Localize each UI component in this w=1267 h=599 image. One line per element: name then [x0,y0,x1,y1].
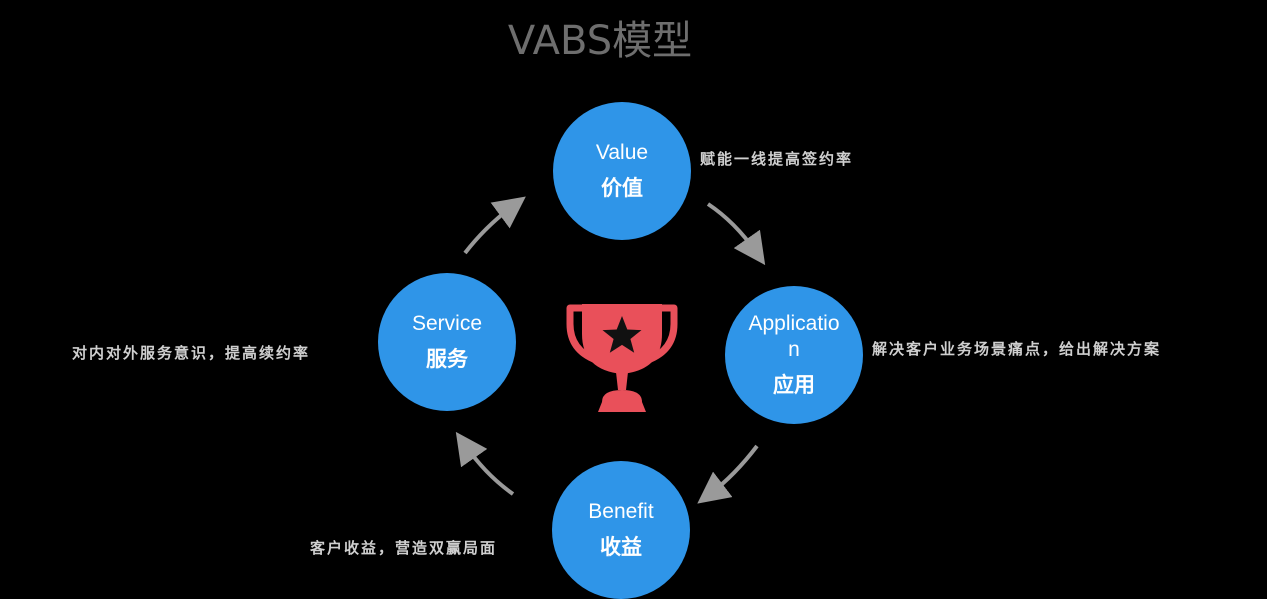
desc-value: 赋能一线提高签约率 [700,150,854,168]
node-service: Service 服务 [378,273,516,411]
node-application-zh: 应用 [773,373,815,397]
node-application-en: Application [748,312,840,361]
arrow-benefit-to-service-icon [455,431,515,496]
arrow-service-to-value-icon [463,196,526,255]
desc-benefit: 客户收益，营造双赢局面 [310,539,498,557]
diagram-title: VABS模型 [507,18,693,64]
node-benefit-zh: 收益 [600,535,642,559]
arrow-application-to-benefit-icon [697,444,759,504]
arrow-value-to-application-icon [706,202,766,266]
node-value: Value 价值 [553,102,691,240]
desc-service: 对内对外服务意识，提高续约率 [72,344,311,362]
node-value-en: Value [595,141,649,164]
node-service-zh: 服务 [426,347,468,371]
node-benefit: Benefit 收益 [552,461,690,599]
node-benefit-en: Benefit [588,500,654,523]
node-service-en: Service [411,312,483,335]
node-value-zh: 价值 [601,176,643,200]
node-application: Application 应用 [725,286,863,424]
desc-application: 解决客户业务场景痛点，给出解决方案 [872,340,1162,358]
trophy-star-icon [566,304,678,412]
